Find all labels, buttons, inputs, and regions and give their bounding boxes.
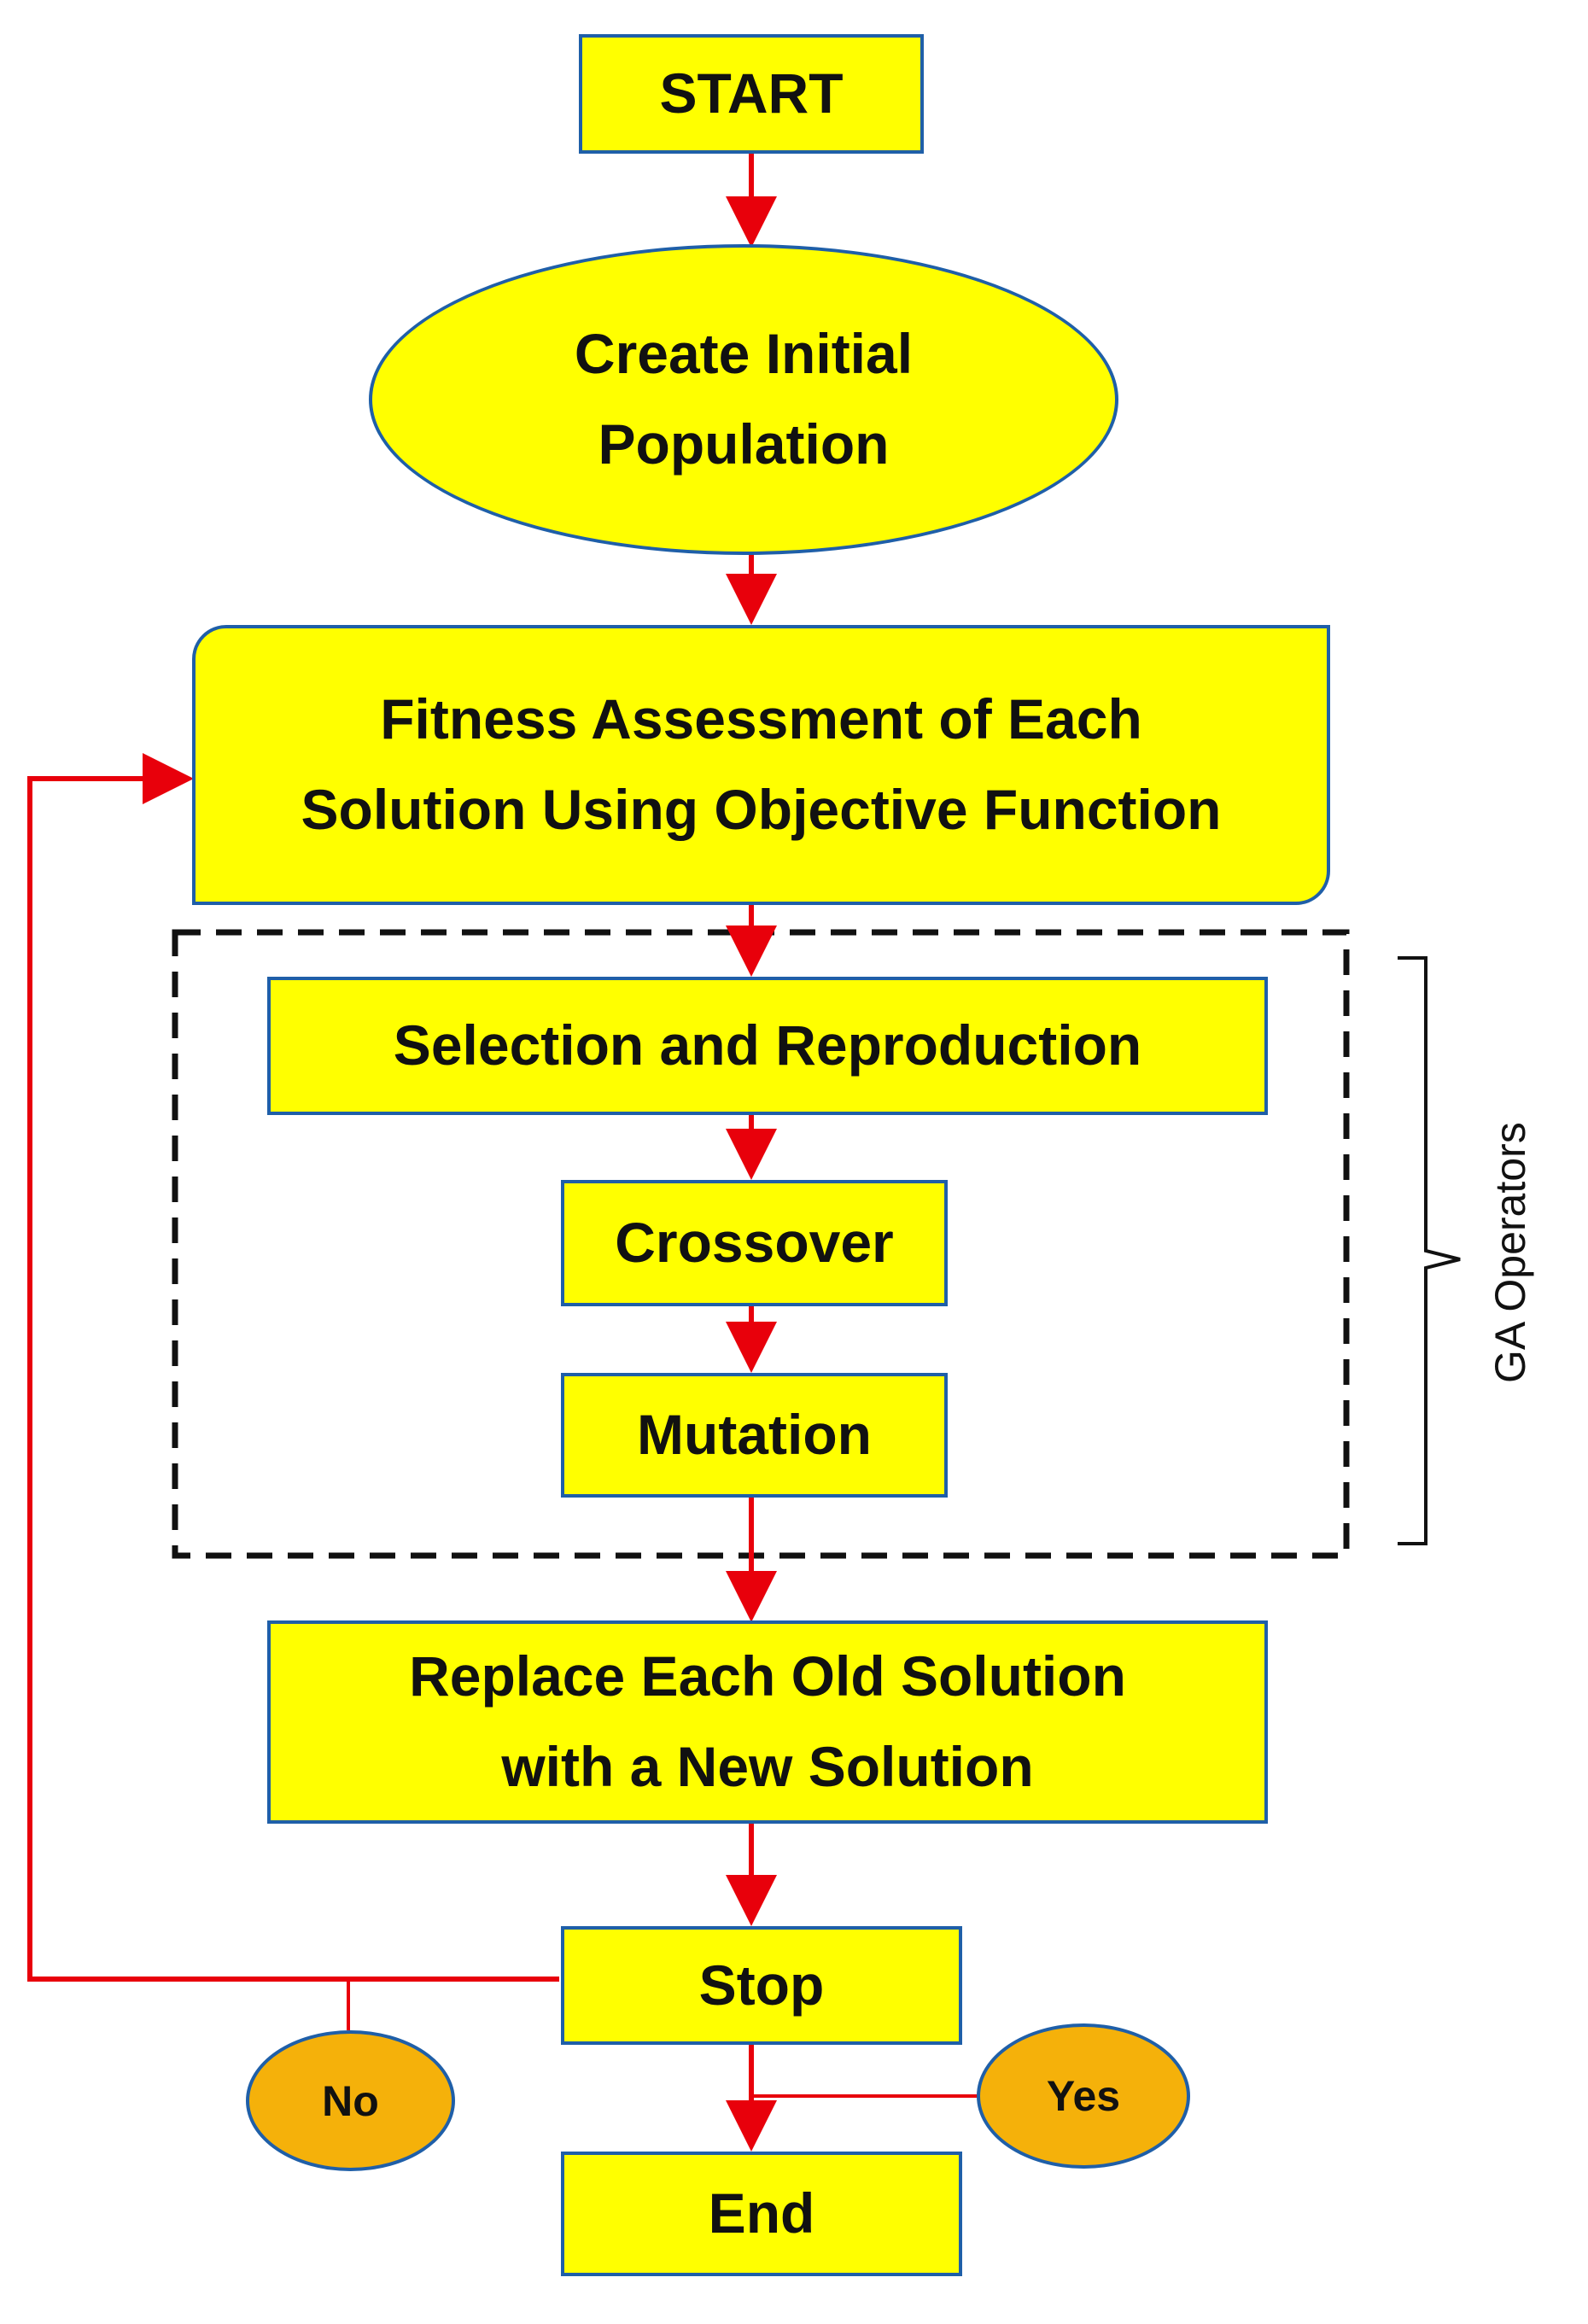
create-population-node: Create Initial Population <box>369 244 1118 555</box>
end-node: End <box>561 2152 962 2276</box>
replace-node: Replace Each Old Solution with a New Sol… <box>267 1620 1268 1824</box>
stop-node: Stop <box>561 1926 962 2045</box>
selection-node: Selection and Reproduction <box>267 977 1268 1115</box>
start-node: START <box>579 34 924 154</box>
arrow-no-loop-back <box>27 753 559 1982</box>
mutation-node: Mutation <box>561 1373 948 1498</box>
yes-decision-badge: Yes <box>977 2023 1190 2169</box>
fitness-node: Fitness Assessment of Each Solution Usin… <box>192 625 1330 905</box>
no-decision-badge: No <box>246 2030 455 2171</box>
ga-operators-brace <box>1398 956 1461 1545</box>
ga-operators-label: GA Operators <box>1486 1122 1534 1383</box>
crossover-node: Crossover <box>561 1180 948 1306</box>
